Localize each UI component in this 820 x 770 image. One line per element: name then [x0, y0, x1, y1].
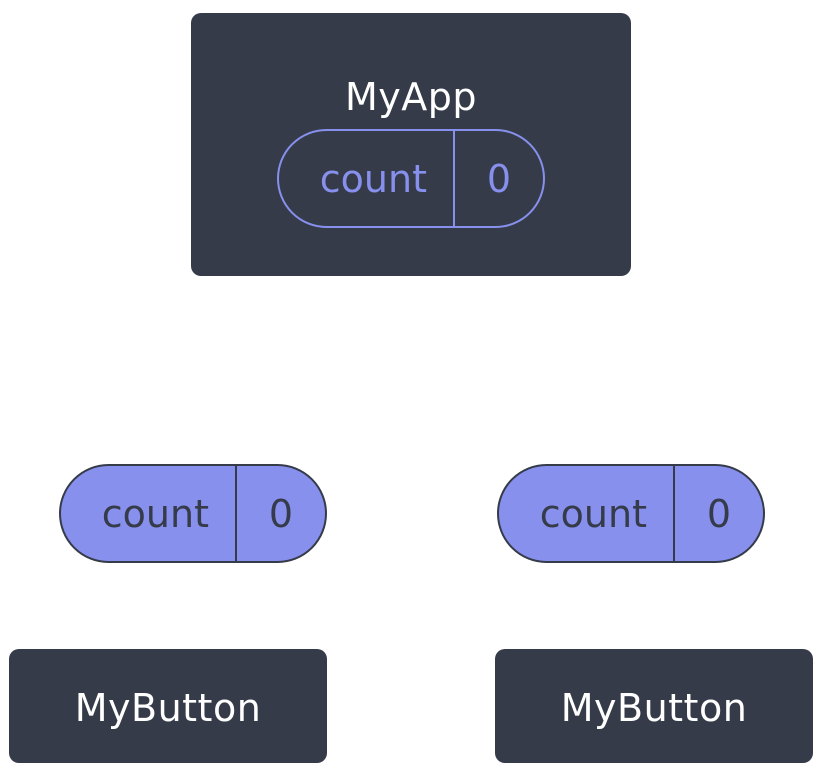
left-button-count-state: count 0 — [59, 464, 327, 563]
state-divider — [235, 466, 237, 561]
left-mybutton-node: MyButton — [9, 649, 327, 763]
state-value: 0 — [486, 156, 512, 201]
right-mybutton-node: MyButton — [495, 649, 813, 763]
state-label: count — [101, 491, 209, 536]
state-divider — [453, 131, 455, 226]
state-value: 0 — [268, 491, 294, 536]
myapp-count-state: count 0 — [277, 129, 545, 228]
mybutton-title: MyButton — [74, 686, 262, 730]
myapp-node: MyApp count 0 — [191, 13, 631, 276]
state-label: count — [539, 491, 647, 536]
right-button-count-state: count 0 — [497, 464, 765, 563]
state-value: 0 — [706, 491, 732, 536]
myapp-title: MyApp — [344, 75, 477, 119]
mybutton-title: MyButton — [560, 686, 748, 730]
state-label: count — [319, 156, 427, 201]
state-divider — [673, 466, 675, 561]
